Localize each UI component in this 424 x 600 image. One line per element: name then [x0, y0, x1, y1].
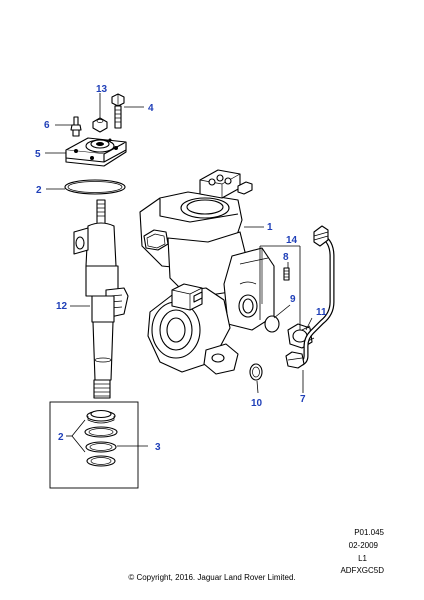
top-cover-part-5 — [65, 137, 127, 167]
level-code: L1 — [358, 554, 367, 563]
callout-6: 6 — [44, 120, 50, 131]
callout-3: 3 — [155, 442, 161, 453]
bleed-nipple-part-6 — [70, 116, 82, 137]
callout-12: 12 — [56, 301, 68, 312]
illustration-code: ADFXGC5D — [340, 566, 384, 575]
callout-5: 5 — [35, 149, 41, 160]
input-shaft-part-12 — [73, 199, 129, 399]
revision-date: 02-2009 — [348, 541, 378, 550]
bolt-part-4 — [111, 93, 125, 129]
seal-kit-part-3 — [49, 401, 139, 489]
callout-1: 1 — [267, 222, 273, 233]
callout-13: 13 — [96, 84, 108, 95]
callout-11: 11 — [316, 307, 327, 318]
callout-7: 7 — [300, 394, 306, 405]
callout-8: 8 — [283, 252, 289, 263]
copyright-notice: © Copyright, 2016. Jaguar Land Rover Lim… — [128, 573, 296, 582]
callout-10: 10 — [251, 398, 263, 409]
leader-lines — [45, 93, 313, 453]
callout-4: 4 — [148, 103, 154, 114]
washer-part-9 — [264, 315, 280, 333]
feed-pipe-part-7 — [285, 225, 335, 369]
o-ring-part-2-upper — [64, 179, 126, 195]
callout-14: 14 — [286, 235, 298, 246]
callout-2-lower: 2 — [58, 432, 64, 443]
steering-box-housing-part-1 — [139, 169, 275, 375]
nut-part-13 — [92, 117, 108, 133]
callout-9: 9 — [290, 294, 296, 305]
reference-number: P01.045 — [354, 528, 384, 537]
bleed-screw-part-8 — [283, 267, 290, 281]
callout-2-upper: 2 — [36, 185, 42, 196]
seal-ring-part-10 — [249, 363, 263, 381]
